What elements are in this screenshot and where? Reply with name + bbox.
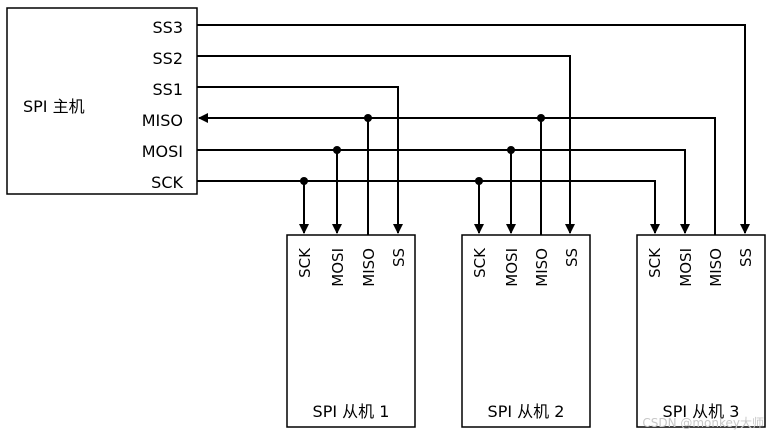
master-pin-mosi: MOSI xyxy=(142,142,183,161)
ss3-wire xyxy=(197,24,750,234)
slave-2-pin-sck: SCK xyxy=(471,247,489,278)
ss2-wire xyxy=(197,55,575,234)
master-pin-ss2: SS2 xyxy=(153,49,184,68)
slave-2-pin-miso: MISO xyxy=(533,248,551,287)
slave-1-pin-miso: MISO xyxy=(360,248,378,287)
slave-1-pin-sck: SCK xyxy=(296,247,314,278)
mosi-junction-1 xyxy=(333,146,341,154)
slave-1-pin-ss: SS xyxy=(390,248,408,267)
slave-1-box xyxy=(286,234,416,428)
slave-3-label: SPI 从机 3 xyxy=(663,402,740,421)
miso-junction-2 xyxy=(537,114,545,122)
miso-bus xyxy=(198,113,716,235)
master-pin-sck: SCK xyxy=(151,173,183,192)
master-pin-ss1: SS1 xyxy=(153,80,184,99)
slave-2-pin-mosi: MOSI xyxy=(503,248,521,287)
slave-3-pin-mosi: MOSI xyxy=(677,248,695,287)
sck-bus xyxy=(197,180,660,234)
slave-1-pin-mosi: MOSI xyxy=(329,248,347,287)
slave-2-label: SPI 从机 2 xyxy=(488,402,565,421)
slave-3-pin-ss: SS xyxy=(737,248,755,267)
ss1-wire xyxy=(197,86,403,234)
master-label: SPI 主机 xyxy=(23,97,85,116)
sck-junction-1 xyxy=(300,177,308,185)
master-pin-miso: MISO xyxy=(142,111,183,130)
miso-junction-1 xyxy=(364,114,372,122)
sck-junction-2 xyxy=(475,177,483,185)
slave-3-box xyxy=(636,234,766,428)
watermark: CSDN @monkey大师 xyxy=(642,416,764,430)
slave-2-pin-ss: SS xyxy=(563,248,581,267)
slave-2-box xyxy=(461,234,591,428)
master-pin-ss3: SS3 xyxy=(153,18,184,37)
slave-3-pin-miso: MISO xyxy=(707,248,725,287)
mosi-bus xyxy=(197,149,690,234)
slave-3-pin-sck: SCK xyxy=(646,247,664,278)
slave-1-label: SPI 从机 1 xyxy=(313,402,390,421)
master-box xyxy=(6,7,198,195)
mosi-junction-2 xyxy=(507,146,515,154)
